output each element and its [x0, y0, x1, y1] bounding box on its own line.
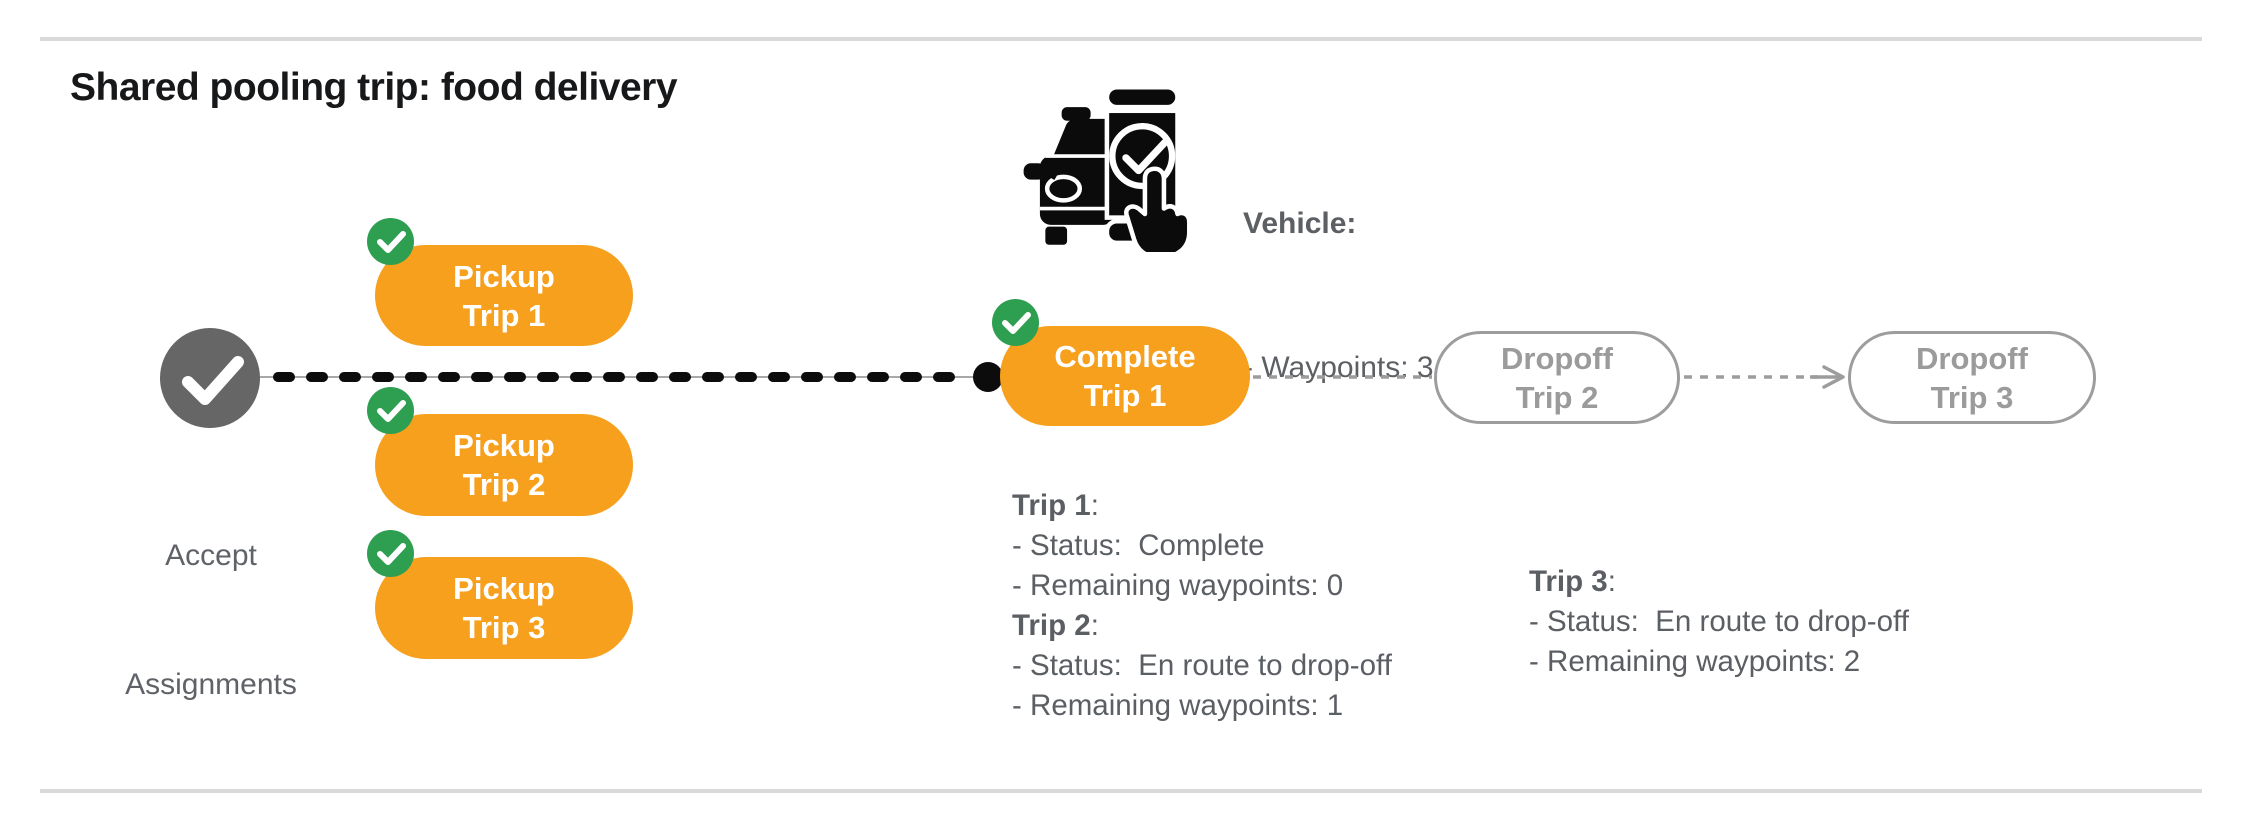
check-icon: [182, 356, 244, 405]
bottom-divider: [40, 789, 2202, 793]
node-dropoff-trip-2: Dropoff Trip 2: [1434, 331, 1680, 424]
node-dropoff-trip-3: Dropoff Trip 3: [1848, 331, 2096, 424]
status-line: Trip 3:: [1529, 565, 1616, 598]
done-check-icon: [992, 299, 1039, 346]
node-complete-trip-1: Complete Trip 1: [992, 299, 1250, 426]
status-line: Trip 2:: [1012, 609, 1099, 642]
trip-status-block-1-2: Trip 1: - Status: Complete - Remaining w…: [1012, 486, 1392, 726]
status-line: - Remaining waypoints: 1: [1012, 689, 1344, 722]
status-line: - Status: Complete: [1012, 529, 1265, 562]
gray-circle: [160, 328, 260, 428]
done-check-icon: [367, 387, 414, 434]
status-line: - Status: En route to drop-off: [1012, 649, 1392, 682]
status-line: - Status: En route to drop-off: [1529, 605, 1909, 638]
status-line: - Remaining waypoints: 0: [1012, 569, 1344, 602]
accept-assignments-node: [158, 326, 262, 435]
node-pickup-trip-3: Pickup Trip 3: [367, 530, 633, 659]
vehicle-app-icon: [1020, 80, 1192, 260]
vehicle-info: Vehicle: - Waypoints: 3: [1243, 104, 1434, 488]
done-check-icon: [367, 530, 414, 577]
page-title: Shared pooling trip: food delivery: [70, 66, 678, 109]
done-check-icon: [367, 218, 414, 265]
status-line: - Remaining waypoints: 2: [1529, 645, 1861, 678]
node-pickup-trip-2: Pickup Trip 2: [367, 387, 633, 516]
status-line: Trip 1:: [1012, 489, 1099, 522]
top-divider: [40, 37, 2202, 41]
node-pickup-trip-1: Pickup Trip 1: [367, 218, 633, 346]
accept-assignments-label: Accept Assignments: [125, 539, 297, 701]
trip-status-block-3: Trip 3: - Status: En route to drop-off -…: [1529, 562, 1909, 682]
vehicle-label: Vehicle:: [1243, 207, 1357, 240]
